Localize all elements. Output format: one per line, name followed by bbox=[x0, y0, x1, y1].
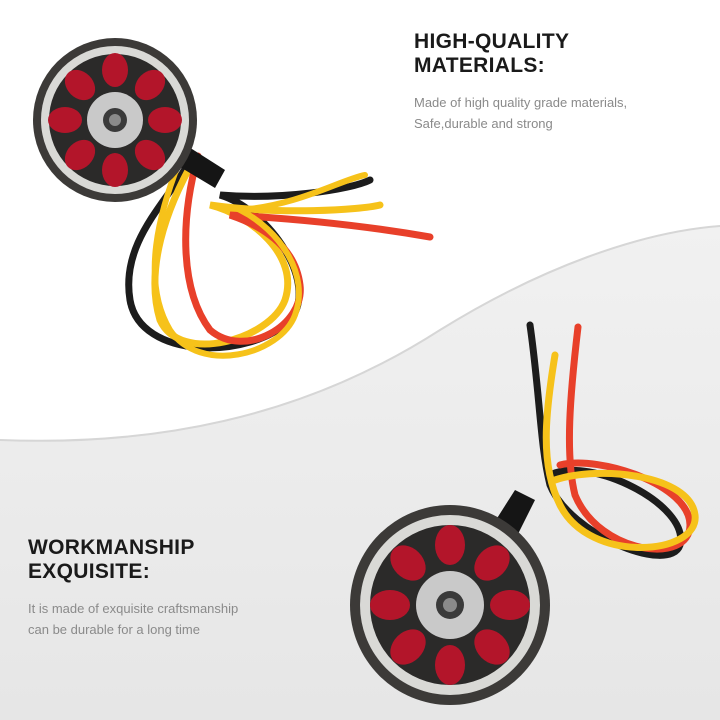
motor-image-bottom bbox=[350, 321, 699, 705]
description-line-2: can be durable for a long time bbox=[28, 622, 200, 637]
feature-block-workmanship: WORKMANSHIP EXQUISITE: It is made of exq… bbox=[28, 536, 238, 640]
description-line-1: Made of high quality grade materials, bbox=[414, 95, 628, 110]
heading-line-1: HIGH-QUALITY bbox=[414, 30, 570, 53]
feature-heading: WORKMANSHIP EXQUISITE: bbox=[28, 536, 238, 584]
heading-line-2: EXQUISITE: bbox=[28, 560, 151, 583]
feature-block-materials: HIGH-QUALITY MATERIALS: Made of high qua… bbox=[414, 30, 627, 134]
heading-line-2: MATERIALS: bbox=[414, 54, 545, 77]
description-line-1: It is made of exquisite craftsmanship bbox=[28, 601, 239, 616]
heading-line-1: WORKMANSHIP bbox=[28, 536, 195, 559]
motor-image-top bbox=[33, 38, 434, 359]
feature-heading: HIGH-QUALITY MATERIALS: bbox=[414, 30, 627, 78]
description-line-2: Safe,durable and strong bbox=[414, 116, 553, 131]
